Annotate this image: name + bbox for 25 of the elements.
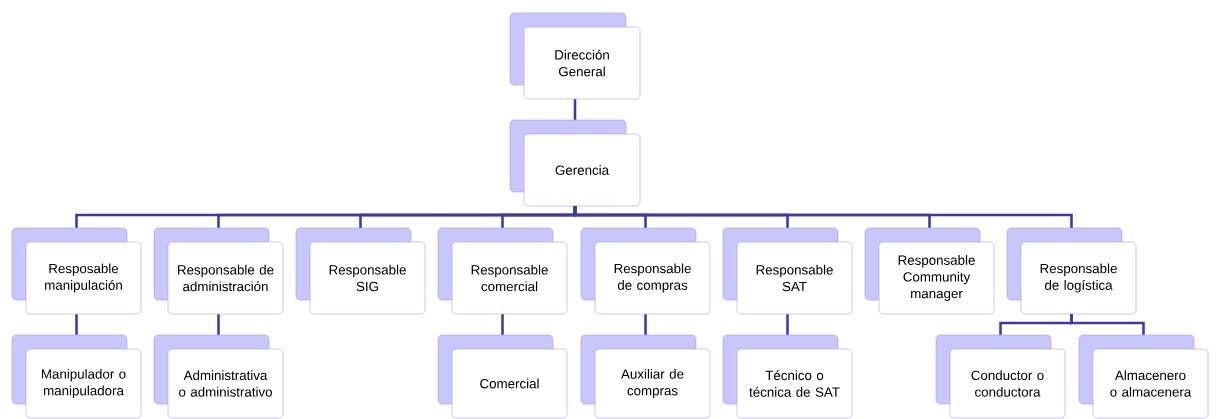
- org-box: Administrativa o administrativo: [153, 334, 284, 419]
- org-box: Responsable de compras: [580, 227, 711, 315]
- org-box: Responsable de logística: [1006, 227, 1137, 315]
- connector-line: [501, 314, 504, 335]
- org-box: Responsable SAT: [722, 227, 853, 315]
- org-box: Conductor o conductora: [935, 334, 1066, 419]
- connector-line: [573, 206, 1073, 228]
- org-box: Resposable manipulación: [11, 227, 142, 315]
- org-box: Auxiliar de compras: [580, 334, 711, 419]
- org-box: Técnico o técnica de SAT: [722, 334, 853, 419]
- connector-line: [217, 314, 220, 335]
- org-box: Gerencia: [509, 119, 641, 207]
- connector-line: [1070, 314, 1145, 335]
- org-box: Responsable Community manager: [864, 227, 995, 315]
- connector-line: [644, 314, 647, 335]
- org-box: Dirección General: [509, 12, 641, 100]
- org-box: Responsable de administración: [153, 227, 284, 315]
- org-box: Manipulador o manipuladora: [11, 334, 142, 419]
- connector-line: [75, 314, 78, 335]
- org-box: Comercial: [437, 334, 568, 419]
- org-box: Almacenero o almacenera: [1078, 334, 1209, 419]
- connector-line: [786, 314, 789, 335]
- org-box: Responsable comercial: [437, 227, 568, 315]
- org-box: Responsable SIG: [295, 227, 426, 315]
- connector-line: [573, 99, 577, 120]
